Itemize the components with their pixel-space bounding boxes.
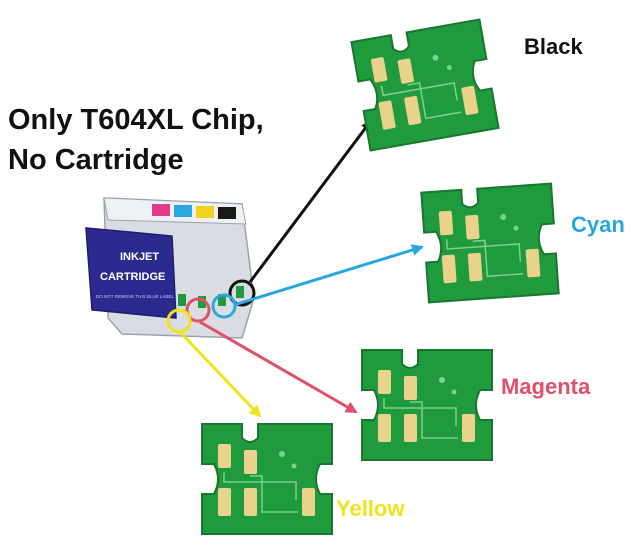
headline-line-1: Only T604XL Chip, <box>8 104 264 136</box>
label-yellow: Yellow <box>336 496 405 521</box>
headline-line-2: No Cartridge <box>8 144 184 176</box>
chip-cyan <box>420 182 560 304</box>
headline: Only T604XL Chip, No Cartridge <box>8 100 264 180</box>
arrow-magenta <box>199 320 358 414</box>
black-chip-marker <box>228 279 256 307</box>
cartridge-title-1: INKJET <box>120 251 159 263</box>
label-cyan: Cyan <box>571 212 625 237</box>
arrow-yellow <box>178 330 262 418</box>
chip-yellow <box>201 423 333 535</box>
cartridge-warning: DO NOT REMOVE THIS BLUE LABEL <box>96 294 174 299</box>
magenta-chip-marker <box>185 297 211 323</box>
chip-magenta <box>361 349 493 461</box>
ink-cartridge: INKJET CARTRIDGE DO NOT REMOVE THIS BLUE… <box>85 197 255 339</box>
cartridge-title-2: CARTRIDGE <box>100 271 165 283</box>
label-black: Black <box>524 34 583 59</box>
label-magenta: Magenta <box>501 374 591 399</box>
arrow-cyan <box>233 244 424 307</box>
chip-black <box>350 18 500 152</box>
arrow-black <box>248 120 372 283</box>
yellow-chip-marker <box>166 308 192 334</box>
